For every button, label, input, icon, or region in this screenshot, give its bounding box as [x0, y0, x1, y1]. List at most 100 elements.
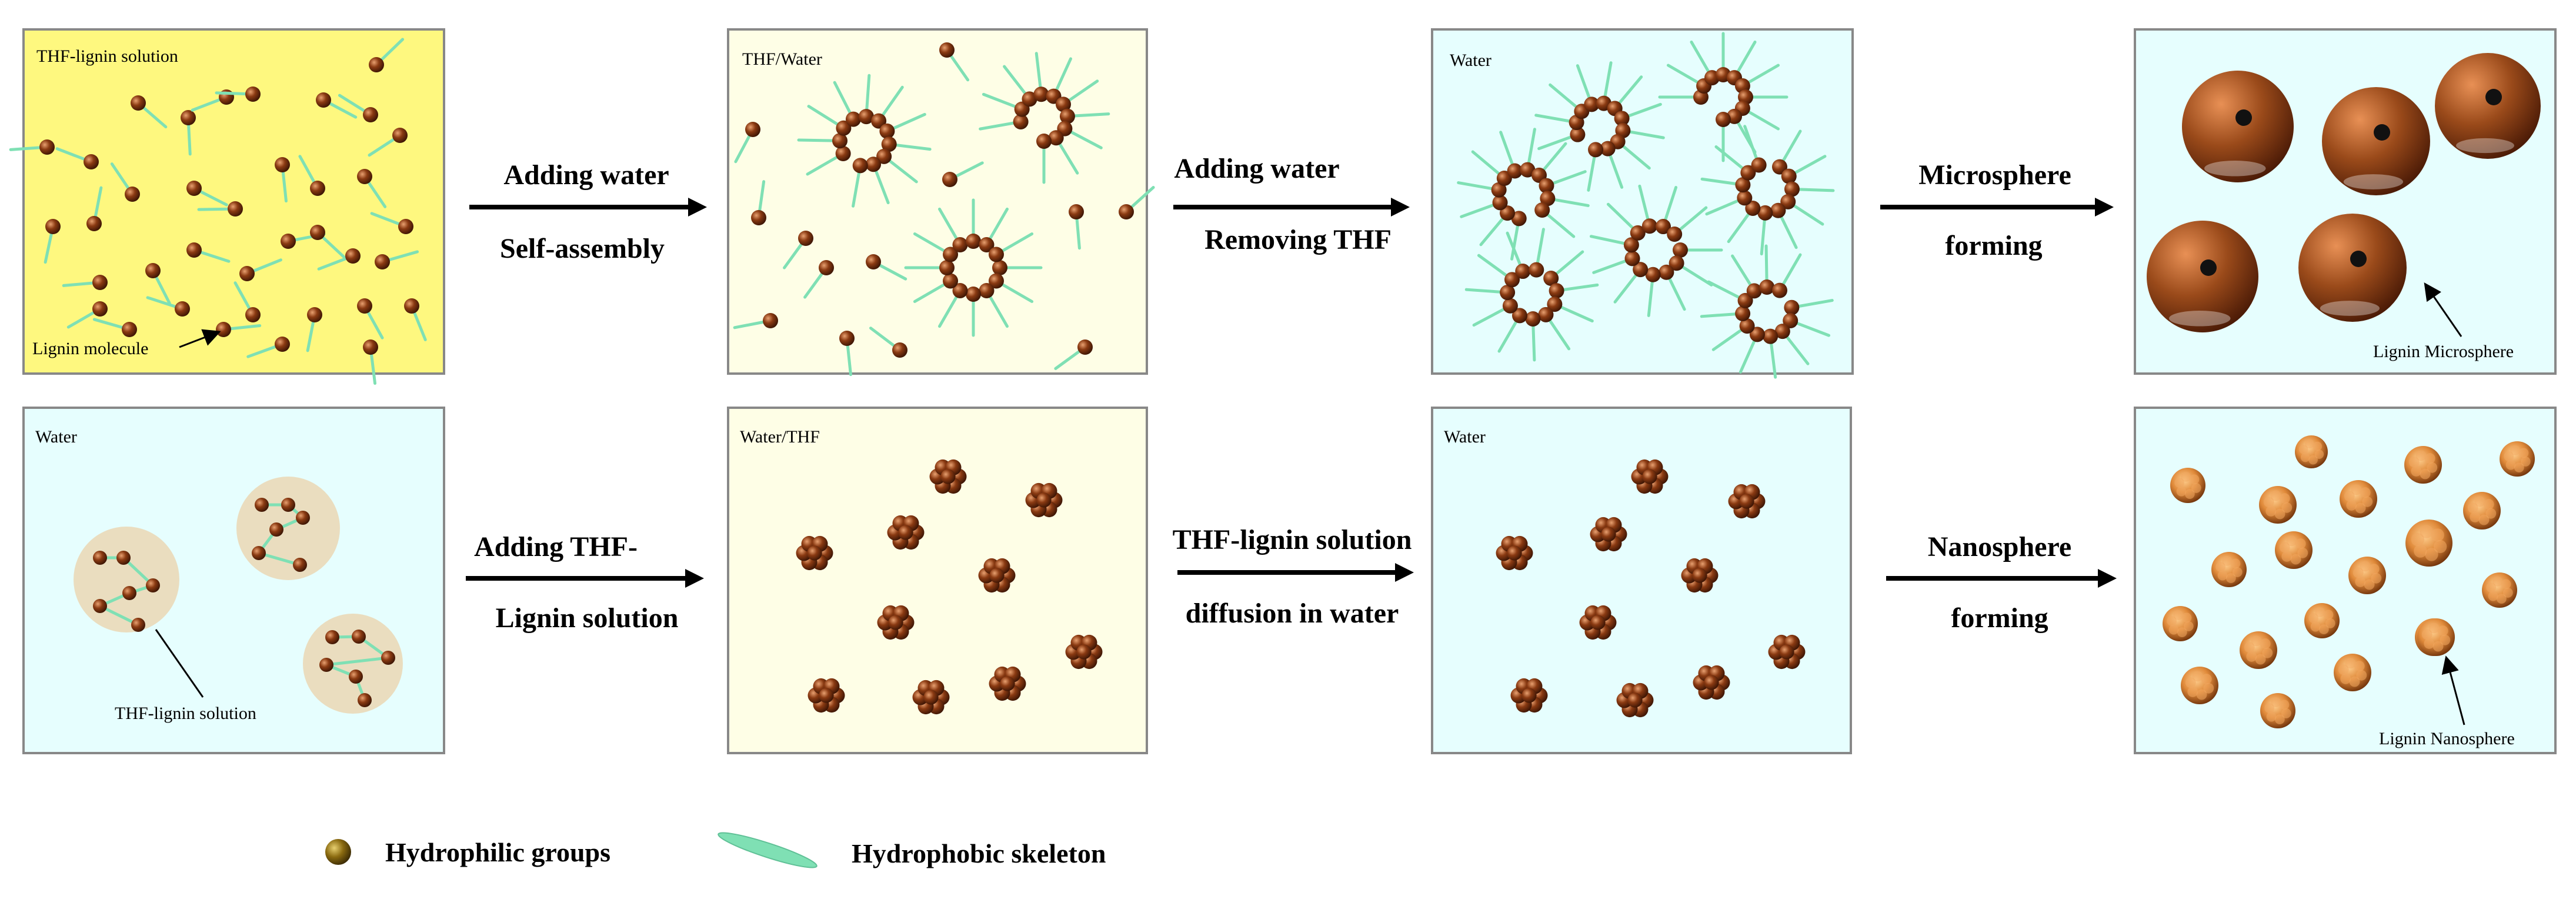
thf-lignin-solution-annotation: THF-lignin solution [115, 704, 256, 723]
nanosphere-bump [2345, 658, 2356, 669]
panel-label: Water [35, 427, 77, 447]
step-line1: Microsphere [1918, 159, 2071, 191]
nanosphere-bump [2323, 610, 2334, 620]
hydrophilic-bead [1600, 141, 1616, 157]
hydrophilic-bead [898, 525, 913, 540]
hydrophilic-bead [1539, 178, 1554, 194]
hydrophilic-bead [345, 248, 361, 264]
hydrophilic-bead [952, 237, 968, 253]
hydrophilic-bead [1077, 339, 1093, 355]
nanosphere-bump [2281, 551, 2293, 562]
panel-label: THF/Water [742, 49, 822, 69]
hydrophilic-bead [255, 498, 269, 512]
hydrophilic-bead [1570, 126, 1586, 142]
nanosphere-bump [2514, 462, 2524, 473]
sphere-pore [2374, 124, 2390, 141]
nanosphere-bump [2222, 555, 2233, 566]
lignin-microsphere [2147, 221, 2258, 332]
sphere-highlight [2320, 301, 2380, 316]
nanosphere-bump [2486, 582, 2497, 592]
panel-water-bottom: Water [1431, 407, 1852, 754]
nanosphere-bump [2181, 612, 2192, 623]
nanosphere-bump [2196, 689, 2207, 700]
hydrophilic-bead [807, 545, 822, 561]
hydrophobic-rod [325, 656, 390, 667]
hydrophilic-bead [145, 263, 161, 278]
nanosphere-bump [2274, 714, 2285, 725]
nanosphere-bump [2360, 561, 2371, 572]
hydrophilic-bead [751, 210, 766, 225]
nanosphere-bump [2346, 500, 2357, 511]
hydrophilic-bead [763, 313, 778, 328]
step-line1: Adding THF- [474, 531, 638, 562]
hydrophilic-bead [1692, 568, 1707, 583]
hydrophilic-bead [979, 282, 995, 298]
step-adding-water-removing-thf: Adding water Removing THF [1173, 153, 1410, 255]
nanosphere-bump [2427, 462, 2438, 473]
step-line2: diffusion in water [1186, 598, 1399, 629]
hydrophilic-bead [146, 578, 160, 592]
lignin-microsphere [2322, 87, 2430, 195]
nanosphere-bump [2505, 460, 2516, 470]
legend: Hydrophilic groups Hydrophobic skeleton [325, 832, 1106, 868]
sphere-pore [2485, 89, 2502, 105]
nanosphere-bump [2184, 489, 2195, 500]
hydrophilic-bead [1543, 271, 1559, 287]
nanosphere-bump [2281, 708, 2291, 718]
nanosphere-bump [2474, 496, 2485, 507]
hydrophilic-bead [275, 337, 290, 352]
hydrophilic-bead [216, 322, 231, 337]
hydrophilic-bead [1645, 267, 1661, 282]
hydrophilic-bead [989, 568, 1005, 583]
lignin-microsphere [2435, 53, 2541, 159]
nanosphere-bump [2263, 497, 2274, 508]
hydrophilic-bead [1757, 205, 1773, 221]
nanosphere-bump [2501, 579, 2511, 590]
hydrophilic-bead [296, 511, 310, 525]
nanosphere-bump [2353, 567, 2364, 578]
hydrophilic-bead [319, 658, 333, 672]
hydrophilic-bead [228, 201, 243, 217]
lignin-molecule-annotation: Lignin molecule [32, 339, 148, 358]
sphere-highlight [2169, 310, 2231, 327]
hydrophilic-bead [1013, 114, 1029, 129]
hydrophilic-bead [1036, 492, 1052, 508]
green-rod-icon [718, 832, 817, 868]
nanosphere-bump [2338, 664, 2349, 675]
nanosphere-bump [2351, 484, 2362, 495]
hydrophilic-bead [835, 146, 851, 161]
hydrophilic-bead [186, 181, 202, 196]
hydrophilic-bead [269, 522, 283, 537]
step-line2: Lignin solution [496, 602, 679, 634]
nanosphere-bump [2360, 487, 2371, 498]
hydrophilic-bead [952, 282, 968, 298]
nanosphere-bump [2362, 496, 2373, 507]
hydrophilic-bead [940, 469, 956, 484]
nanosphere-bump [2168, 624, 2179, 635]
hydrophilic-bead [881, 136, 897, 152]
hydrophilic-bead [39, 139, 55, 155]
nanosphere-bump [2470, 511, 2481, 522]
hydrophilic-bead [375, 254, 390, 269]
hydrophilic-bead [293, 558, 307, 572]
hydrophilic-bead [1588, 142, 1604, 158]
nanosphere-bump [2502, 588, 2513, 598]
panel-thf-lignin-solution: THF-lignin solution Lignin molecule [9, 28, 445, 385]
panel-label: THF-lignin solution [36, 46, 178, 66]
step-adding-water-self-assembly: Adding water Self-assembly [469, 159, 707, 264]
hydrophilic-bead [1783, 313, 1798, 329]
hydrophilic-bead [1529, 262, 1544, 278]
nanosphere-bump [2297, 547, 2308, 558]
hydrophilic-bead [939, 42, 955, 58]
hydrophilic-bead [1069, 204, 1084, 219]
nanosphere-bump [2349, 676, 2360, 687]
lignin-microsphere [2182, 71, 2294, 182]
hydrophilic-bead [1759, 279, 1775, 295]
nanosphere-bump [2488, 591, 2498, 601]
hydrophilic-bead [93, 551, 107, 565]
nanosphere-bump [2520, 457, 2531, 467]
sphere-pore [2350, 251, 2367, 267]
hydrophilic-bead [392, 128, 408, 143]
hydrophilic-bead [1704, 675, 1719, 690]
hydrophilic-bead [122, 586, 136, 600]
